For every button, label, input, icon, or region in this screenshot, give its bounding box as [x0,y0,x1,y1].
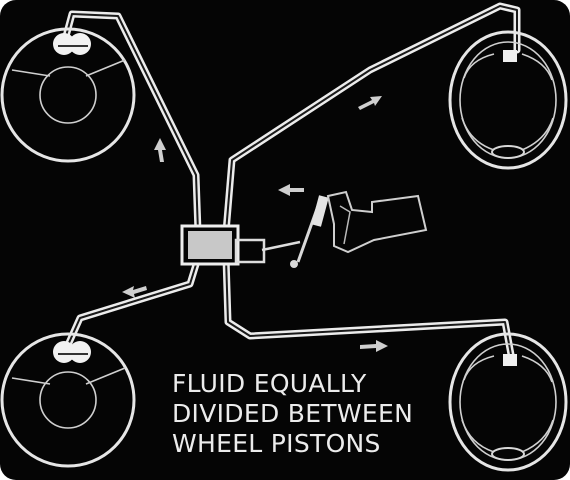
front-right-drum-brake [448,30,568,170]
arrow-down-left-icon [122,286,147,298]
front-right-wheel-cylinder [503,50,517,62]
flow-arrows [122,96,388,352]
rear-right-drum-brake [448,332,568,472]
caption-line-2: DIVIDED BETWEEN [172,399,413,428]
caption-line-1: FLUID EQUALLY [172,369,367,398]
rear-right-wheel-cylinder [503,354,517,366]
arrow-up-icon [154,138,166,162]
arrow-right-icon [360,340,388,352]
caption: FLUID EQUALLY DIVIDED BETWEEN WHEEL PIST… [172,369,413,458]
arrow-left-icon [278,184,304,196]
master-cylinder [180,224,301,266]
caption-line-3: WHEEL PISTONS [172,429,381,458]
front-left-disc-brake [0,27,136,163]
rear-left-disc-brake [0,332,136,468]
brake-pedal-assembly [290,190,428,268]
rear-left-caliper-piston [53,341,75,363]
front-left-caliper-piston [53,33,75,55]
arrow-up-right-icon [358,96,382,110]
driver-foot [326,190,428,254]
